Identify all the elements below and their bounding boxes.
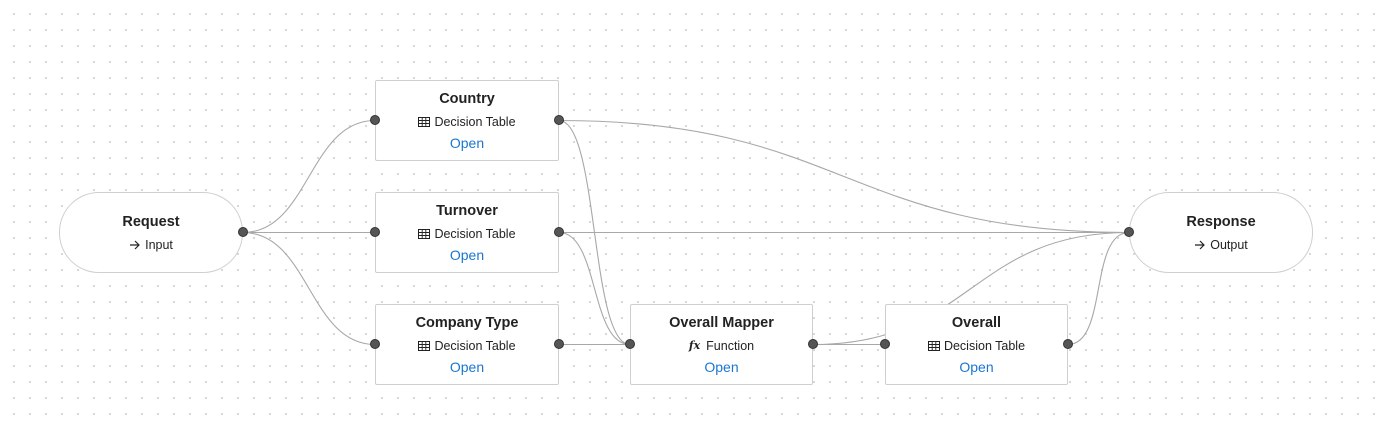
open-link[interactable]: Open xyxy=(449,359,485,375)
output-handle[interactable] xyxy=(238,227,248,237)
node-kind-label: Decision Table xyxy=(434,115,516,129)
edge-turnover-to-overall-mapper xyxy=(558,231,631,346)
output-handle[interactable] xyxy=(554,115,564,125)
output-handle[interactable] xyxy=(808,339,818,349)
function-icon: fx xyxy=(688,339,701,352)
output-handle[interactable] xyxy=(1063,339,1073,349)
node-title: Request xyxy=(122,214,180,230)
table-icon xyxy=(927,341,940,351)
open-link[interactable]: Open xyxy=(959,359,994,375)
output-handle[interactable] xyxy=(554,227,564,237)
node-request[interactable]: Request Input xyxy=(59,192,248,273)
open-link[interactable]: Open xyxy=(449,135,485,151)
node-kind-label: Output xyxy=(1210,238,1248,252)
node-kind-label: Decision Table xyxy=(434,227,516,241)
input-handle[interactable] xyxy=(370,227,380,237)
node-overall-mapper[interactable]: Overall Mapper fx Function Open xyxy=(625,304,818,385)
edge-request-to-country xyxy=(242,119,376,234)
node-turnover[interactable]: Turnover Decision Table Open xyxy=(370,192,564,273)
open-link[interactable]: Open xyxy=(449,247,485,263)
node-kind-label: Decision Table xyxy=(943,339,1026,353)
node-kind: Output xyxy=(1130,237,1312,253)
edge-overall-to-response xyxy=(1067,231,1130,346)
node-kind: Decision Table xyxy=(886,338,1067,354)
node-response[interactable]: Response Output xyxy=(1124,192,1313,273)
table-icon xyxy=(418,117,431,127)
open-link[interactable]: Open xyxy=(704,359,739,375)
node-kind: Input xyxy=(60,237,242,253)
table-icon xyxy=(418,229,431,239)
input-handle[interactable] xyxy=(1124,227,1134,237)
arrow-right-icon xyxy=(1194,239,1206,251)
node-title: Company Type xyxy=(415,315,519,331)
node-title: Overall xyxy=(951,315,1002,331)
edge-overall-mapper-to-response xyxy=(812,231,1130,346)
edge-country-to-response xyxy=(558,119,1130,234)
node-kind: Decision Table xyxy=(376,338,558,354)
node-company-type[interactable]: Company Type Decision Table Open xyxy=(370,304,564,385)
node-country[interactable]: Country Decision Table Open xyxy=(370,80,564,161)
node-title: Response xyxy=(1186,214,1256,230)
arrow-right-icon xyxy=(129,239,141,251)
input-handle[interactable] xyxy=(625,339,635,349)
input-handle[interactable] xyxy=(370,115,380,125)
node-kind-label: Function xyxy=(706,339,755,353)
node-overall[interactable]: Overall Decision Table Open xyxy=(880,304,1073,385)
node-title: Overall Mapper xyxy=(669,315,774,331)
input-handle[interactable] xyxy=(370,339,380,349)
edge-country-to-overall-mapper xyxy=(558,119,631,346)
node-kind: fx Function xyxy=(631,338,812,354)
node-kind: Decision Table xyxy=(376,226,558,242)
node-title: Country xyxy=(439,91,495,107)
node-kind-label: Input xyxy=(145,238,173,252)
node-title: Turnover xyxy=(436,203,498,219)
node-kind: Decision Table xyxy=(376,114,558,130)
output-handle[interactable] xyxy=(554,339,564,349)
edge-request-to-company-type xyxy=(242,231,376,346)
node-kind-label: Decision Table xyxy=(434,339,516,353)
table-icon xyxy=(418,341,431,351)
input-handle[interactable] xyxy=(880,339,890,349)
